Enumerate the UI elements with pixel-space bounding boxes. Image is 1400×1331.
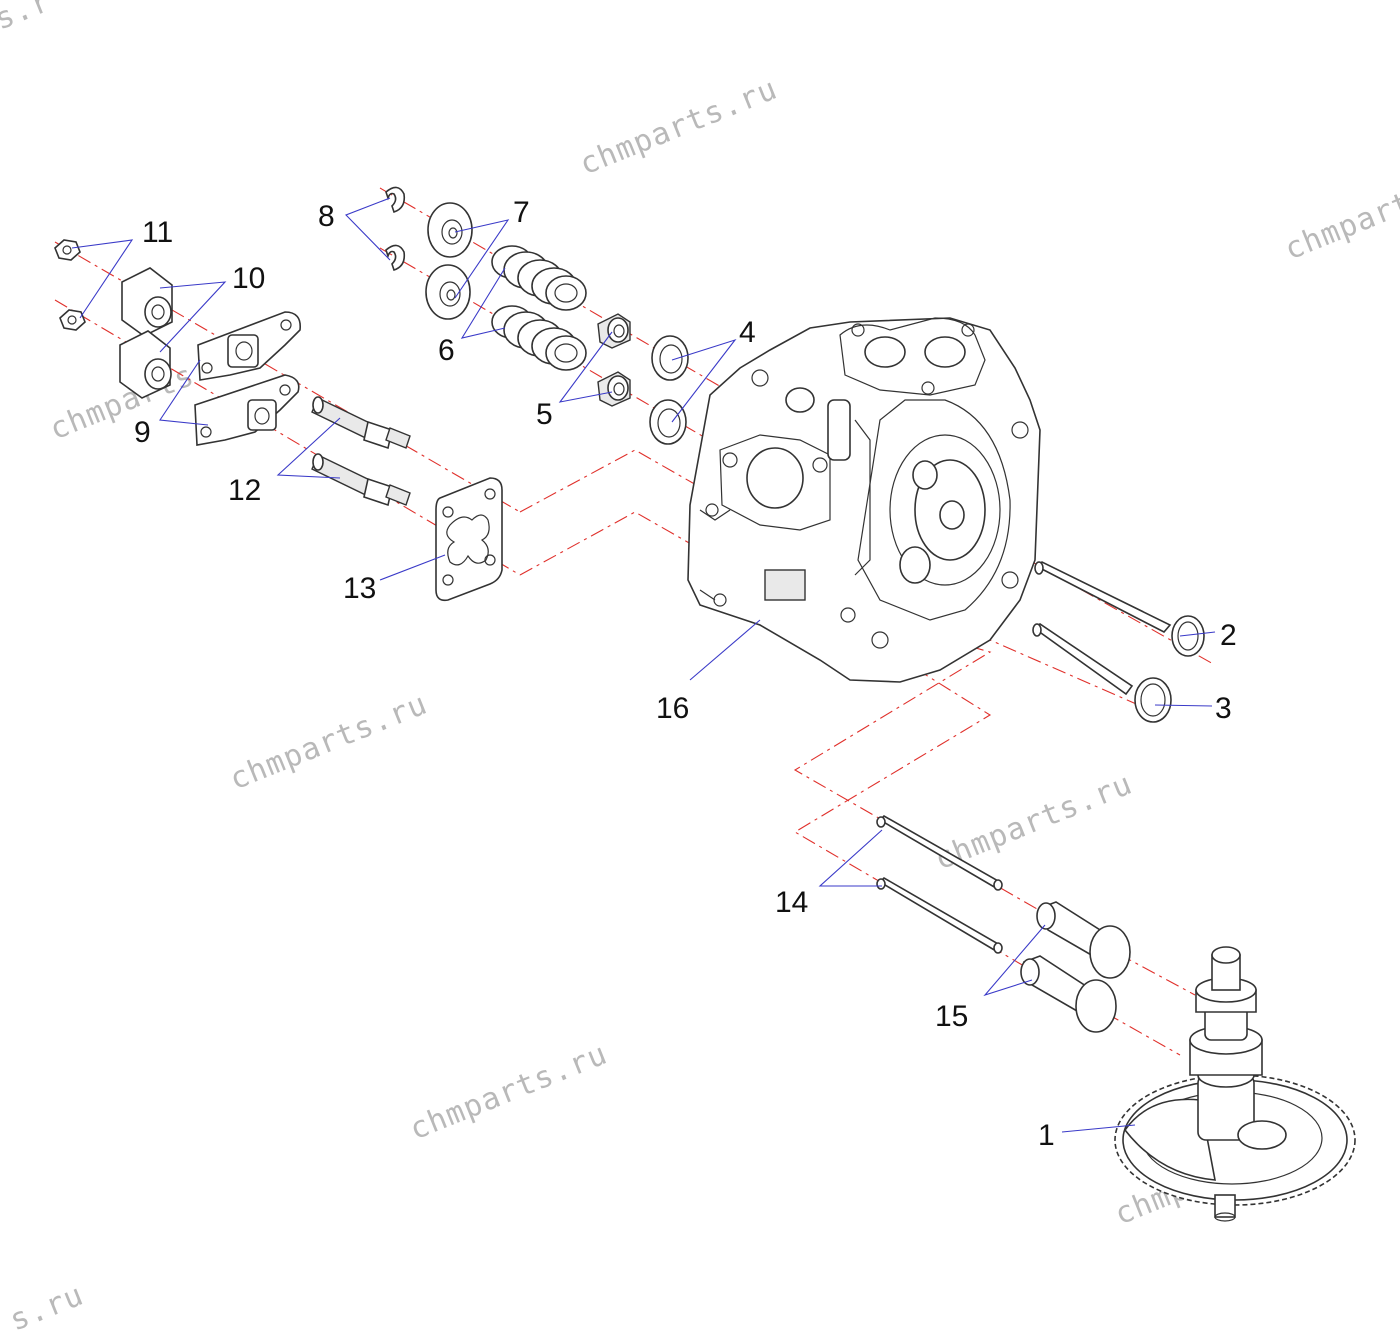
callout-13: 13	[343, 572, 376, 605]
valve-3	[1032, 623, 1172, 723]
valve-keeper-8-upper	[385, 186, 406, 214]
watermark-partial-bottom: s.ru	[5, 1277, 89, 1331]
valve-keeper-8-lower	[385, 244, 406, 272]
valve-spring-6-upper	[491, 245, 587, 311]
valve-2	[1034, 561, 1205, 657]
callout-9: 9	[134, 416, 151, 449]
hex-nut-11-upper	[54, 239, 81, 261]
callout-4: 4	[739, 316, 756, 349]
callout-6: 6	[438, 334, 455, 367]
leader-lines	[71, 197, 1216, 1133]
tappet-15-upper	[1036, 901, 1131, 979]
watermark: chmparts.ru	[225, 686, 433, 797]
stud-12-upper	[311, 396, 411, 450]
adjuster-sleeve-10-lower	[119, 330, 172, 399]
callout-7: 7	[513, 196, 530, 229]
callout-5: 5	[536, 398, 553, 431]
callout-labels: 11 10 9 12 13 8 7 6 5 4 16 2 3 14 15 1	[134, 196, 1237, 1152]
washer-4-lower	[649, 399, 687, 445]
tappet-15-lower	[1020, 955, 1117, 1033]
spring-retainer-7-upper	[427, 202, 473, 258]
callout-15: 15	[935, 1000, 968, 1033]
stud-12-lower	[311, 453, 411, 507]
valve-seal-5-lower	[597, 371, 631, 407]
cylinder-head-16	[687, 317, 1041, 683]
callout-1: 1	[1038, 1119, 1055, 1152]
camshaft-gear-1	[1114, 946, 1356, 1222]
watermark: chmparts.ru	[405, 1036, 613, 1147]
callout-3: 3	[1215, 692, 1232, 725]
callout-2: 2	[1220, 619, 1237, 652]
watermark: chmparts.ru	[1280, 156, 1400, 267]
gasket-13	[435, 477, 503, 602]
callout-11: 11	[142, 216, 173, 249]
valve-spring-6-lower	[491, 305, 587, 371]
callout-16: 16	[656, 692, 689, 725]
push-rod-14-upper	[876, 815, 1003, 891]
callout-14: 14	[775, 886, 808, 919]
callout-8: 8	[318, 200, 335, 233]
hex-nut-11-lower	[59, 309, 86, 331]
valve-seal-5-upper	[597, 313, 631, 349]
adjuster-sleeve-10-upper	[121, 267, 173, 337]
callout-12: 12	[228, 474, 261, 507]
watermark-partial-top: s.r	[0, 0, 56, 37]
watermark: chmparts.ru	[575, 71, 783, 182]
washer-4-upper	[651, 335, 689, 381]
callout-10: 10	[232, 262, 265, 295]
rocker-arm-9-lower	[194, 374, 300, 446]
rocker-arm-9-upper	[197, 311, 302, 381]
spring-retainer-7-lower	[425, 264, 471, 320]
push-rod-14-lower	[876, 877, 1003, 954]
